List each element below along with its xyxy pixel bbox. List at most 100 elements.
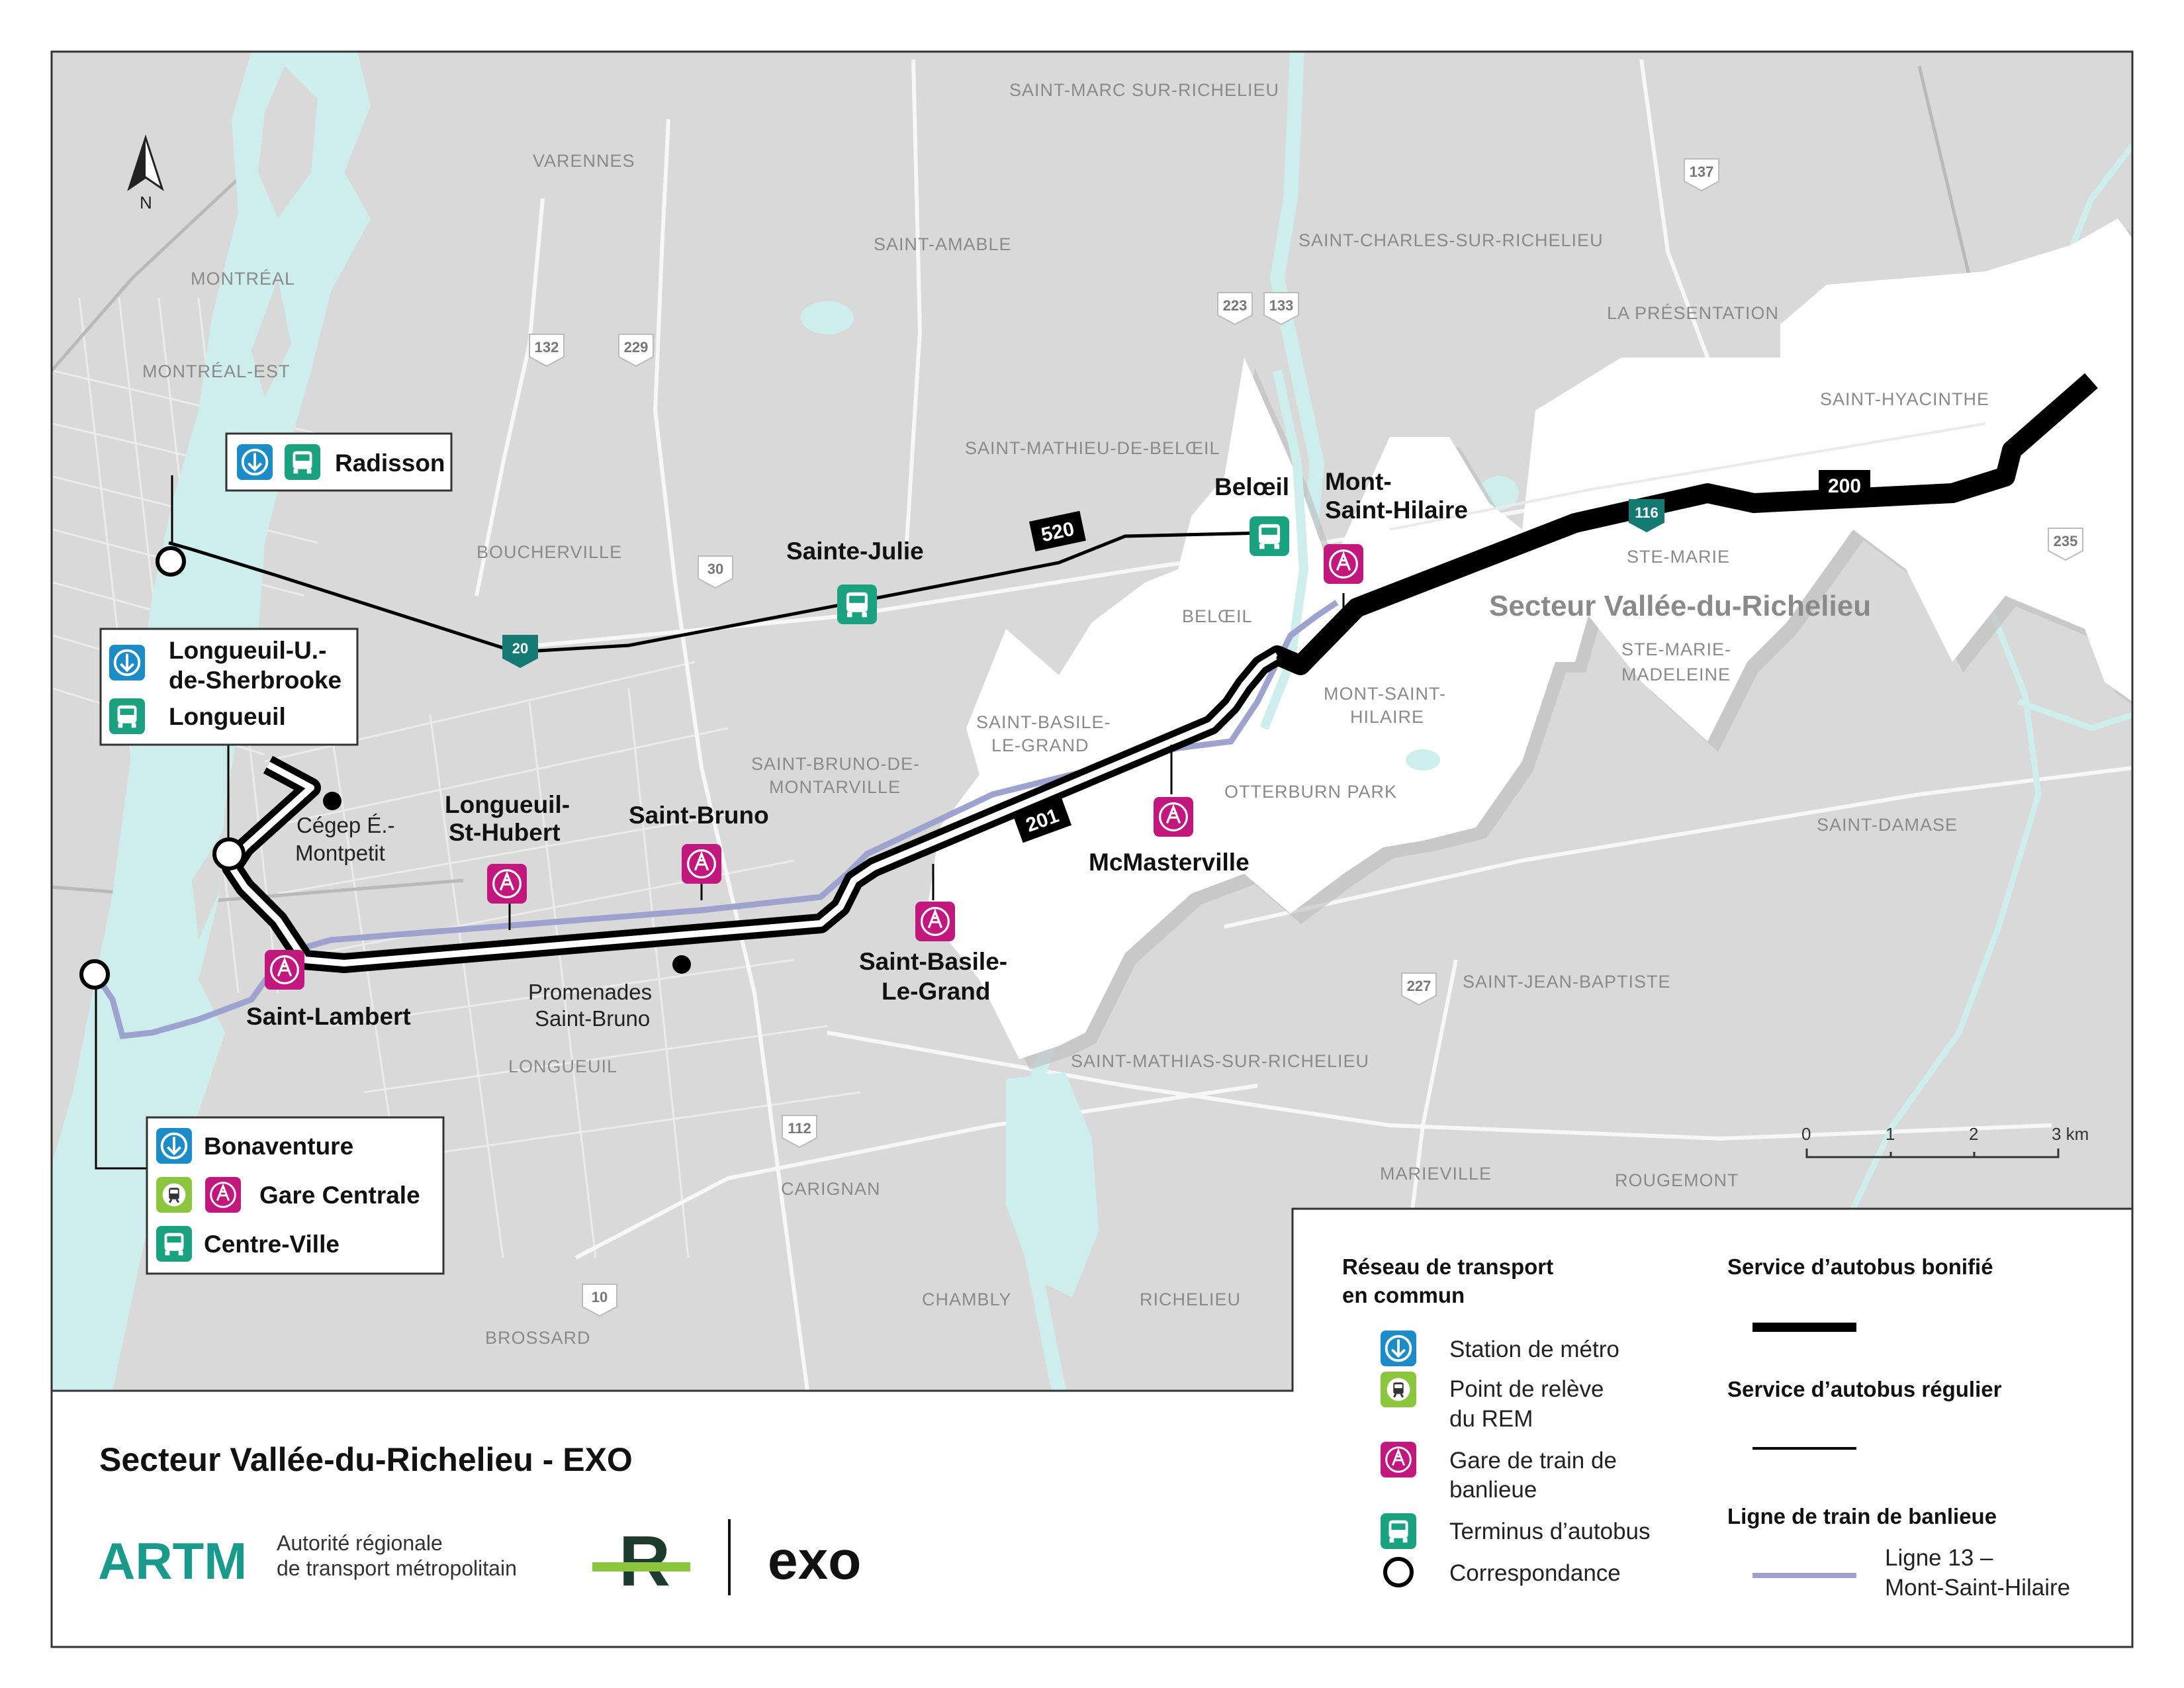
map-label: 0 [1801,1124,1811,1144]
train-station-mcmasterville-icon [1154,797,1193,837]
map-label: SAINT-JEAN-BAPTISTE [1463,972,1671,992]
map-label: SAINT-MATHIAS-SUR-RICHELIEU [1071,1051,1369,1071]
map-label: BROSSARD [485,1328,591,1348]
poi-labels: Cégep É.- Montpetit Promenades Saint-Bru… [295,813,652,1031]
shield-10: 10 [592,1289,608,1305]
map-label: SAINT-DAMASE [1817,815,1958,835]
correspondance-bonaventure [79,959,110,990]
map-label: MONTRÉAL-EST [142,361,291,381]
train-station-longueuil-st-hubert-icon [487,864,527,904]
route-tag-200: 200 [1819,470,1870,500]
map-label: Mont- [1325,468,1392,495]
train-icon [205,1177,241,1213]
map-label: Saint-Bruno [535,1006,650,1031]
bus-icon [156,1226,192,1262]
map-label: LONGUEUIL [508,1056,617,1076]
map-label: STE-MARIE- [1621,639,1731,659]
richelieu-basin [1006,1072,1099,1297]
map-label: Longueuil-U.- [169,637,326,664]
train-station-saint-bruno-icon [682,844,721,884]
shield-132: 132 [535,339,559,355]
train-station-saint-lambert-icon [265,950,304,990]
callout-radisson: Radisson [225,432,453,492]
map-label: HILAIRE [1350,707,1424,727]
legend-rem-icon [1381,1372,1416,1407]
rem-icon [156,1177,192,1213]
scale-bar: 0 1 2 3 km [1801,1124,2089,1158]
map-label: Saint-Bruno [629,802,769,829]
shield-20: 20 [512,640,528,657]
map-label: Ligne 13 – [1885,1545,1993,1571]
station-labels: Sainte-Julie Belœil Mont- Saint-Hilaire … [246,468,1468,1030]
train-line-13 [90,600,1339,1039]
artm-subtitle-2: de transport métropolitain [277,1556,517,1580]
map-label: Point de relève [1449,1376,1604,1402]
map-label: LE-GRAND [991,735,1089,755]
map-label: Correspondance [1449,1560,1621,1586]
map-label: MONT-SAINT- [1324,684,1446,704]
map-label: ROUGEMONT [1615,1170,1739,1190]
legend: Réseau de transport en commun Station de… [1342,1254,2070,1601]
metro-icon [237,444,273,480]
map-label: MADELEINE [1621,665,1731,684]
map-label: BOUCHERVILLE [477,542,622,562]
map-label: Service d’autobus bonifié [1727,1254,1993,1279]
map-label: SAINT-CHARLES-SUR-RICHELIEU [1298,230,1604,250]
map-label: 3 km [2052,1124,2089,1144]
map-label: Centre-Ville [204,1231,340,1258]
map-label: R [619,1521,670,1601]
map-label: Montpetit [295,841,385,865]
map-label: 2 [1969,1124,1978,1144]
map-label: Saint-Basile- [859,948,1007,975]
legend-bus-icon [1381,1513,1416,1549]
route-tag-201: 201 [1013,796,1072,843]
train-station-saint-basile-icon [915,902,955,941]
metro-icon [109,645,145,680]
map-label: BELŒIL [1182,606,1253,626]
map-label: McMasterville [1089,849,1250,876]
municipality-labels: SAINT-MARC SUR-RICHELIEU VARENNES SAINT-… [142,80,1989,1348]
shield-112: 112 [788,1120,811,1137]
map-border [52,1207,2132,1392]
map-label: CHAMBLY [922,1289,1012,1309]
page-frame [50,50,2134,1648]
callout-bonaventure: Bonaventure Gare Centrale Centre-Ville [146,1116,445,1275]
highway-shields: 137 223 133 132 229 30 235 227 112 10 11… [502,158,2083,1317]
shield-30: 30 [707,561,723,577]
logo-divider [728,1519,731,1595]
map-label: SAINT-MATHIEU-DE-BELŒIL [965,438,1220,458]
map-label: 200 [1828,475,1861,497]
exo-logo: exo [768,1530,861,1591]
map-label: Bonaventure [204,1133,353,1160]
map-label: Service d’autobus régulier [1727,1377,2002,1401]
map-label: Cégep É.- [296,813,395,837]
sector-area [927,218,2132,1059]
map-label: Longueuil [169,703,286,730]
legend-correspondance-icon [1383,1557,1414,1587]
poi-dot-cegep [323,792,341,810]
map-label: Sainte-Julie [786,538,924,565]
shield-133: 133 [1269,297,1294,314]
shield-235: 235 [2054,533,2078,549]
map-label: Belœil [1214,473,1289,500]
map-label: Saint-Hilaire [1325,496,1468,524]
shield-227: 227 [1407,978,1432,994]
bus-terminal-sainte-julie-icon [837,585,877,624]
correspondance-longueuil [212,837,246,870]
map-label: SAINT-BRUNO-DE- [751,754,920,774]
map-label: Saint-Lambert [246,1003,411,1030]
map-label: du REM [1449,1406,1533,1432]
map-label: St-Hubert [449,819,561,846]
map-label: Promenades [528,980,652,1004]
map-label: Gare Centrale [259,1182,420,1209]
metro-icon [156,1128,192,1164]
bus-icon [285,444,320,480]
bus-route-520 [168,531,1265,654]
map-label: Radisson [335,449,445,477]
map-label: MONTARVILLE [769,777,901,797]
artm-subtitle-1: Autorité régionale [277,1531,443,1555]
map-label: Réseau de transport [1342,1254,1553,1279]
map-label: STE-MARIE [1627,547,1730,567]
train-station-msh-icon [1324,544,1363,584]
